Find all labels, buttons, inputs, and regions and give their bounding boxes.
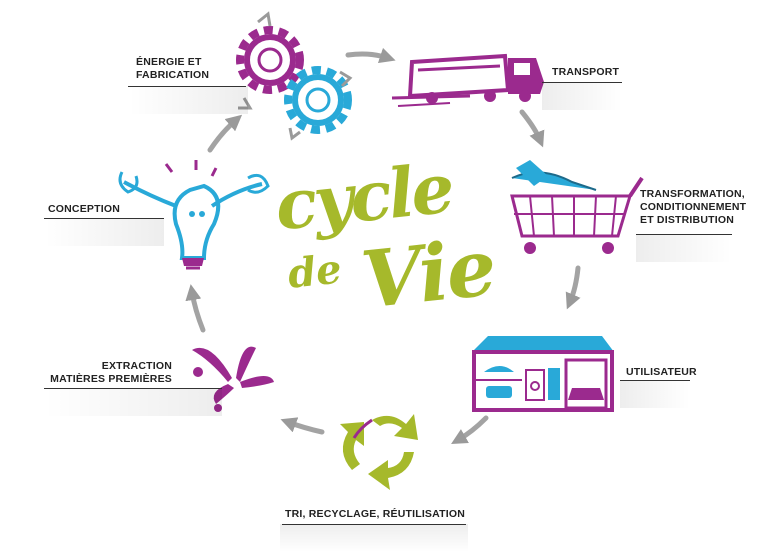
label-underline bbox=[282, 524, 466, 525]
label-utilisateur: UTILISATEUR bbox=[626, 366, 697, 378]
label-underline bbox=[542, 82, 622, 83]
label-conception: CONCEPTION bbox=[48, 203, 121, 215]
recycle-icon bbox=[340, 414, 418, 490]
label-extraction: EXTRACTION MATIÈRES PREMIÈRES bbox=[50, 360, 172, 385]
label-underline bbox=[44, 218, 164, 219]
label-underline bbox=[636, 234, 732, 235]
label-tri-recyclage: TRI, RECYCLAGE, RÉUTILISATION bbox=[285, 508, 466, 520]
lightbulb-icon bbox=[118, 160, 270, 270]
label-shade bbox=[280, 524, 468, 552]
gears-icon bbox=[236, 11, 353, 141]
cycle-arrow-icon bbox=[451, 415, 489, 444]
label-transport: TRANSPORT bbox=[552, 66, 620, 78]
label-shade bbox=[44, 218, 164, 246]
label-shade bbox=[636, 234, 732, 262]
label-shade bbox=[542, 82, 622, 110]
label-shade bbox=[620, 380, 690, 408]
label-shade bbox=[128, 86, 248, 114]
label-shade bbox=[44, 388, 222, 416]
label-underline bbox=[128, 86, 246, 87]
shopping-cart-icon bbox=[510, 160, 644, 254]
cycle-arrow-icon bbox=[207, 114, 243, 153]
diagram-title: cycle de Vie bbox=[270, 149, 520, 342]
title-line-de: de bbox=[285, 245, 344, 298]
cycle-arrow-icon bbox=[185, 284, 206, 333]
cycle-arrow-icon bbox=[280, 417, 325, 435]
cycle-arrow-icon bbox=[345, 47, 396, 64]
splash-icon bbox=[192, 346, 274, 412]
label-underline bbox=[620, 380, 690, 381]
truck-icon bbox=[391, 53, 544, 107]
title-line-vie: Vie bbox=[357, 222, 499, 327]
label-underline bbox=[44, 388, 222, 389]
label-transformation: TRANSFORMATION, CONDITIONNEMENT ET DISTR… bbox=[640, 188, 747, 226]
cycle-arrows bbox=[185, 47, 581, 444]
cycle-arrow-icon bbox=[519, 109, 545, 148]
house-icon bbox=[472, 336, 614, 412]
cycle-arrow-icon bbox=[565, 265, 581, 310]
label-energie-fabrication: ÉNERGIE ET FABRICATION bbox=[136, 56, 210, 81]
